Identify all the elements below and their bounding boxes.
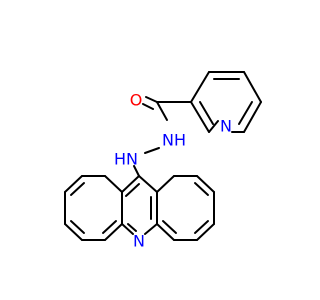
- bond: [199, 101, 214, 125]
- bond: [156, 175, 175, 193]
- bond: [190, 71, 210, 103]
- bond: [238, 101, 253, 125]
- bond: [243, 101, 262, 133]
- bond: [70, 220, 85, 234]
- bond: [104, 223, 123, 241]
- bond: [156, 223, 175, 241]
- bond: [208, 120, 219, 133]
- bond: [138, 175, 158, 193]
- amide-nh-label: NH: [162, 131, 186, 150]
- oxygen-label: O: [130, 91, 143, 110]
- bond: [162, 220, 177, 234]
- atom-labels: O N NH HN N: [114, 91, 232, 251]
- bond: [145, 96, 158, 103]
- bonds: [64, 71, 262, 241]
- structure-diagram: O N NH HN N: [64, 71, 262, 251]
- bond: [102, 220, 117, 234]
- bond: [133, 165, 140, 177]
- bond: [196, 223, 215, 241]
- bond: [142, 103, 154, 110]
- bond: [64, 175, 83, 193]
- bond: [194, 220, 209, 234]
- bond: [194, 182, 209, 196]
- bond: [121, 223, 134, 235]
- bond: [104, 175, 123, 193]
- bond: [121, 175, 140, 193]
- bond: [64, 223, 83, 241]
- bond: [127, 223, 137, 232]
- pyridine-nitrogen-label: N: [220, 117, 232, 136]
- hydrazine-hn-label: HN: [114, 150, 138, 169]
- bond: [144, 147, 160, 154]
- bond: [125, 183, 140, 197]
- bond: [156, 101, 168, 121]
- bond: [70, 182, 85, 196]
- bond: [196, 175, 215, 193]
- bond: [190, 101, 210, 133]
- bond: [243, 71, 262, 103]
- bond: [144, 223, 158, 235]
- acridine-nitrogen-label: N: [133, 232, 145, 251]
